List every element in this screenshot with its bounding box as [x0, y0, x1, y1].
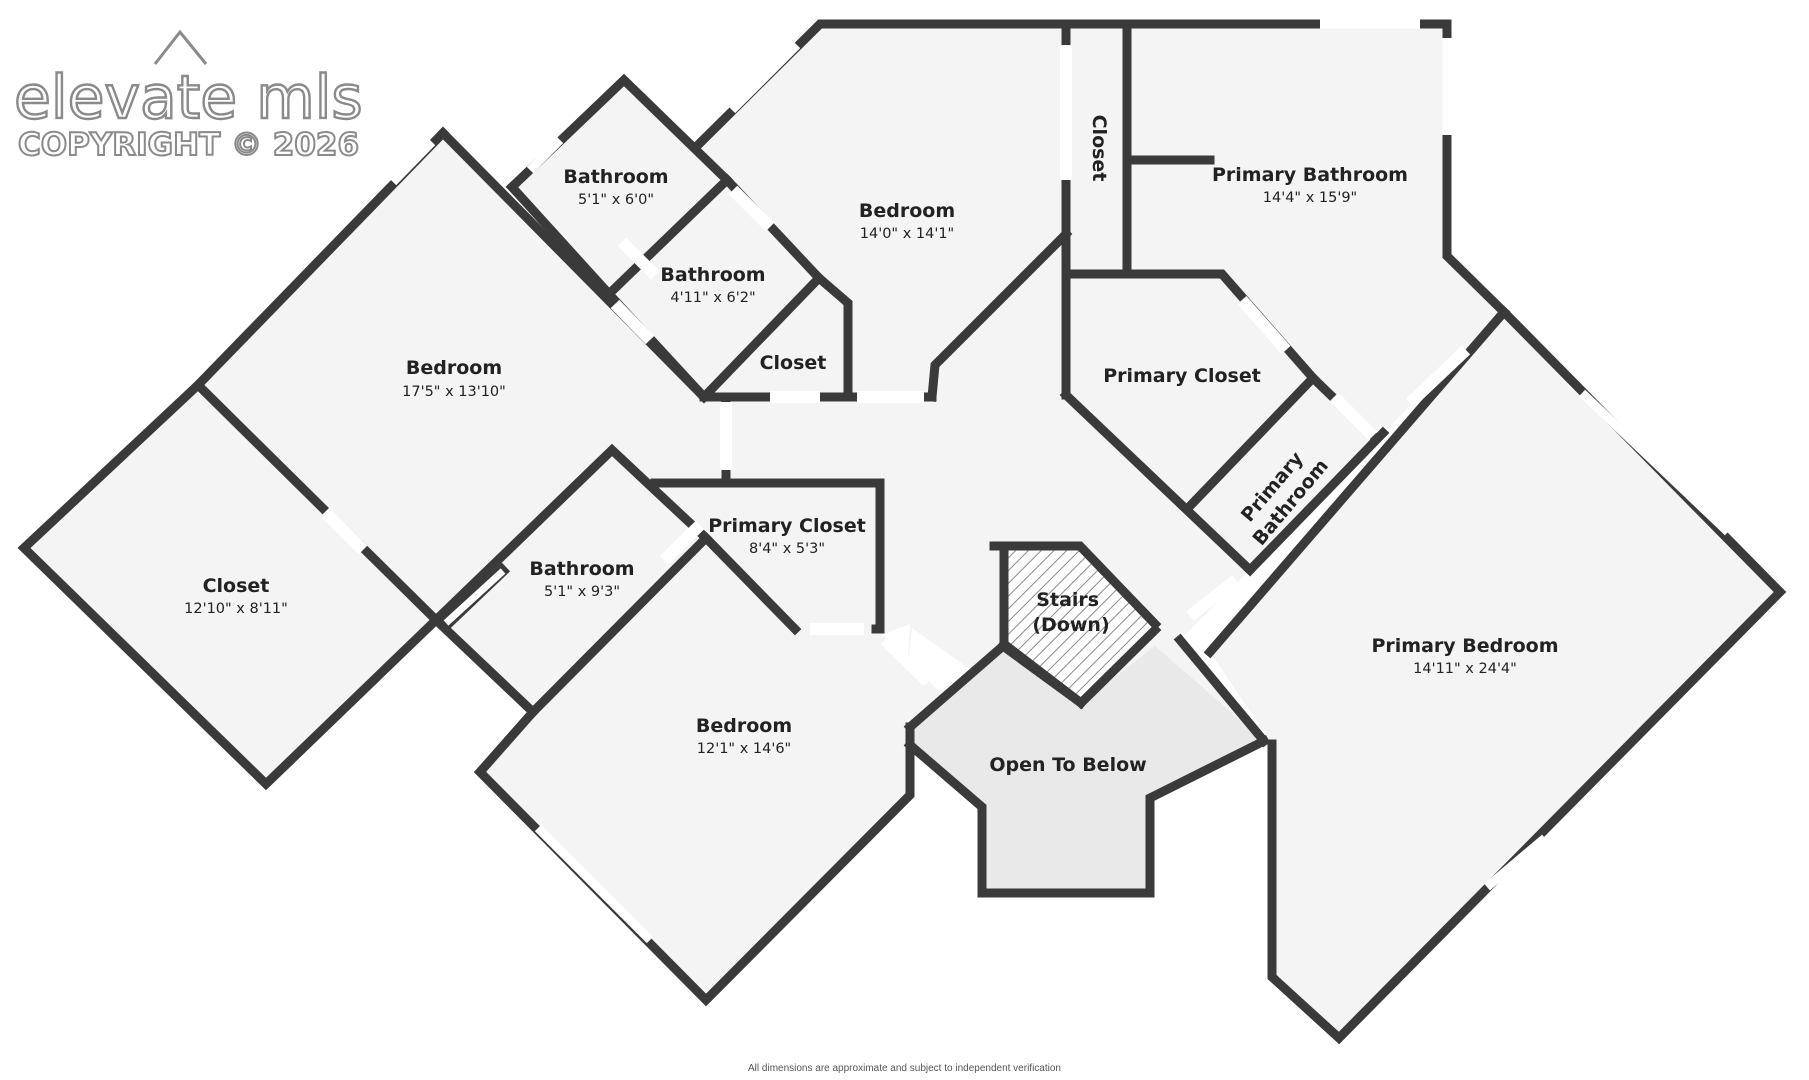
room-name-closet-far-left: Closet: [203, 575, 270, 597]
room-fill-bedroom-top: [697, 24, 1066, 397]
room-fill-primary-bathroom-small: [1190, 378, 1375, 570]
room-name-bathroom-top-left: Bathroom: [563, 166, 668, 188]
watermark-brand: elevate mls: [14, 63, 363, 133]
room-dims-primary-closet-center: 8'4" x 5'3": [749, 541, 825, 557]
room-name-primary-closet-center: Primary Closet: [708, 515, 866, 537]
disclaimer-text: All dimensions are approximate and subje…: [748, 1063, 1061, 1074]
room-dims-bedroom-left: 17'5" x 13'10": [402, 384, 506, 400]
room-fill-open-to-below: [910, 646, 1264, 893]
room-fill-closet-vertical: [1066, 24, 1127, 274]
roof-icon: [153, 29, 208, 65]
room-dims-closet-far-left: 12'10" x 8'11": [184, 601, 288, 617]
room-name-primary-closet-right: Primary Closet: [1103, 365, 1261, 387]
room-fill-bathroom-center-top: [609, 180, 819, 397]
room-name-closet-vertical: Closet: [1088, 115, 1110, 182]
room-dims-primary-bedroom: 14'11" x 24'4": [1413, 661, 1517, 677]
room-fill-bathroom-center: [436, 450, 706, 712]
doors: [320, 45, 1471, 687]
watermark-copyright: COPYRIGHT © 2026: [18, 127, 359, 163]
room-name-closet-small-top: Closet: [760, 352, 827, 374]
room-name-bedroom-bottom: Bedroom: [696, 715, 792, 737]
windows: [389, 19, 1732, 944]
walls: [17, 19, 1787, 1045]
room-name-bathroom-center: Bathroom: [529, 558, 634, 580]
room-dims-primary-bathroom-top: 14'4" x 15'9": [1263, 190, 1357, 206]
room-dims-bedroom-top: 14'0" x 14'1": [860, 226, 954, 242]
room-fill-primary-bathroom-top: [1127, 24, 1504, 438]
room-fill-closet-far-left: [24, 385, 436, 784]
room-name-bedroom-top: Bedroom: [859, 200, 955, 222]
room-name-open-to-below: Open To Below: [989, 754, 1146, 776]
room-name-bedroom-left: Bedroom: [406, 357, 502, 379]
stairs-line-2: (Down): [1032, 614, 1109, 636]
room-fill-primary-closet-center: [655, 483, 880, 629]
room-name-primary-bedroom: Primary Bedroom: [1371, 635, 1558, 657]
window-bathroom-center: [438, 562, 511, 632]
floor-fills: [24, 24, 1780, 1038]
watermark: elevate mls COPYRIGHT © 2026: [13, 29, 364, 164]
room-dims-bathroom-center: 5'1" x 9'3": [544, 584, 620, 600]
room-name-bathroom-center-top: Bathroom: [660, 264, 765, 286]
stairs-line-1: Stairs: [1036, 589, 1099, 611]
room-dims-bedroom-bottom: 12'1" x 14'6": [697, 741, 791, 757]
room-name-primary-bathroom-top: Primary Bathroom: [1212, 164, 1408, 186]
room-dims-bathroom-center-top: 4'11" x 6'2": [670, 290, 755, 306]
room-fill-closet-small-top: [704, 278, 848, 397]
room-name-stairs: Stairs (Down): [1032, 589, 1109, 636]
room-dims-bathroom-top-left: 5'1" x 6'0": [578, 192, 654, 208]
